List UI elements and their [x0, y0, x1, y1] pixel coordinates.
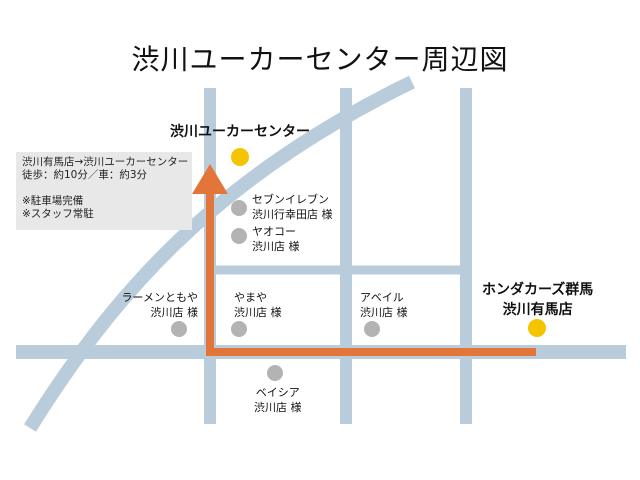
landmark-branch: 渋川店 様	[150, 306, 199, 319]
landmark-marker-icon[interactable]	[231, 321, 247, 337]
map-title: 渋川ユーカーセンター周辺図	[131, 43, 509, 76]
origin-marker-icon[interactable]	[528, 319, 546, 337]
landmark-label-seven-eleven: セブンイレブン 渋川行幸田店 様	[252, 192, 333, 222]
landmark-label-yaoko: ヤオコー 渋川店 様	[252, 224, 300, 254]
landmark-name: アベイル	[360, 291, 404, 304]
landmark-name: ベイシア	[255, 386, 300, 399]
landmark-marker-icon[interactable]	[231, 200, 247, 216]
destination-label: 渋川ユーカーセンター	[170, 124, 310, 140]
landmark-name: ヤオコー	[252, 225, 296, 238]
road-network	[16, 75, 626, 432]
landmark-marker-icon[interactable]	[171, 321, 187, 337]
landmark-name: セブンイレブン	[252, 193, 329, 206]
diagonal-road	[24, 75, 416, 432]
route-info-box: 渋川有馬店→渋川ユーカーセンター 徒歩：約10分／車：約3分 ※駐車場完備 ※ス…	[16, 152, 192, 230]
landmark-label-beisia: ベイシア 渋川店 様	[254, 385, 302, 415]
landmark-branch: 渋川店 様	[360, 306, 408, 319]
destination-marker-icon[interactable]	[231, 148, 249, 166]
landmark-name: やまや	[234, 291, 267, 304]
origin-label-line1: ホンダカーズ群馬	[482, 282, 594, 298]
landmark-branch: 渋川店 様	[234, 306, 282, 319]
route-info-staff: ※スタッフ常駐	[22, 208, 94, 220]
route-arrow	[192, 164, 536, 356]
route-info-parking: ※駐車場完備	[22, 195, 84, 207]
landmark-marker-icon[interactable]	[267, 365, 283, 381]
landmark-label-ramen-tomoya: ラーメンともや 渋川店 様	[118, 290, 198, 320]
landmark-name: ラーメンともや	[121, 291, 198, 304]
landmark-branch: 渋川店 様	[254, 401, 302, 414]
origin-label: ホンダカーズ群馬 渋川有馬店	[482, 280, 593, 320]
landmark-marker-icon[interactable]	[364, 321, 380, 337]
landmark-marker-icon[interactable]	[231, 228, 247, 244]
landmark-label-avail: アベイル 渋川店 様	[360, 290, 408, 320]
route-arrowhead	[192, 164, 228, 194]
origin-label-line2: 渋川有馬店	[502, 302, 573, 318]
landmark-branch: 渋川行幸田店 様	[252, 208, 333, 221]
landmark-branch: 渋川店 様	[252, 240, 300, 253]
landmark-label-yamaya: やまや 渋川店 様	[234, 290, 282, 320]
route-line	[206, 192, 536, 356]
route-info-route: 渋川有馬店→渋川ユーカーセンター	[22, 156, 189, 168]
route-info-time: 徒歩：約10分／車：約3分	[22, 169, 148, 181]
